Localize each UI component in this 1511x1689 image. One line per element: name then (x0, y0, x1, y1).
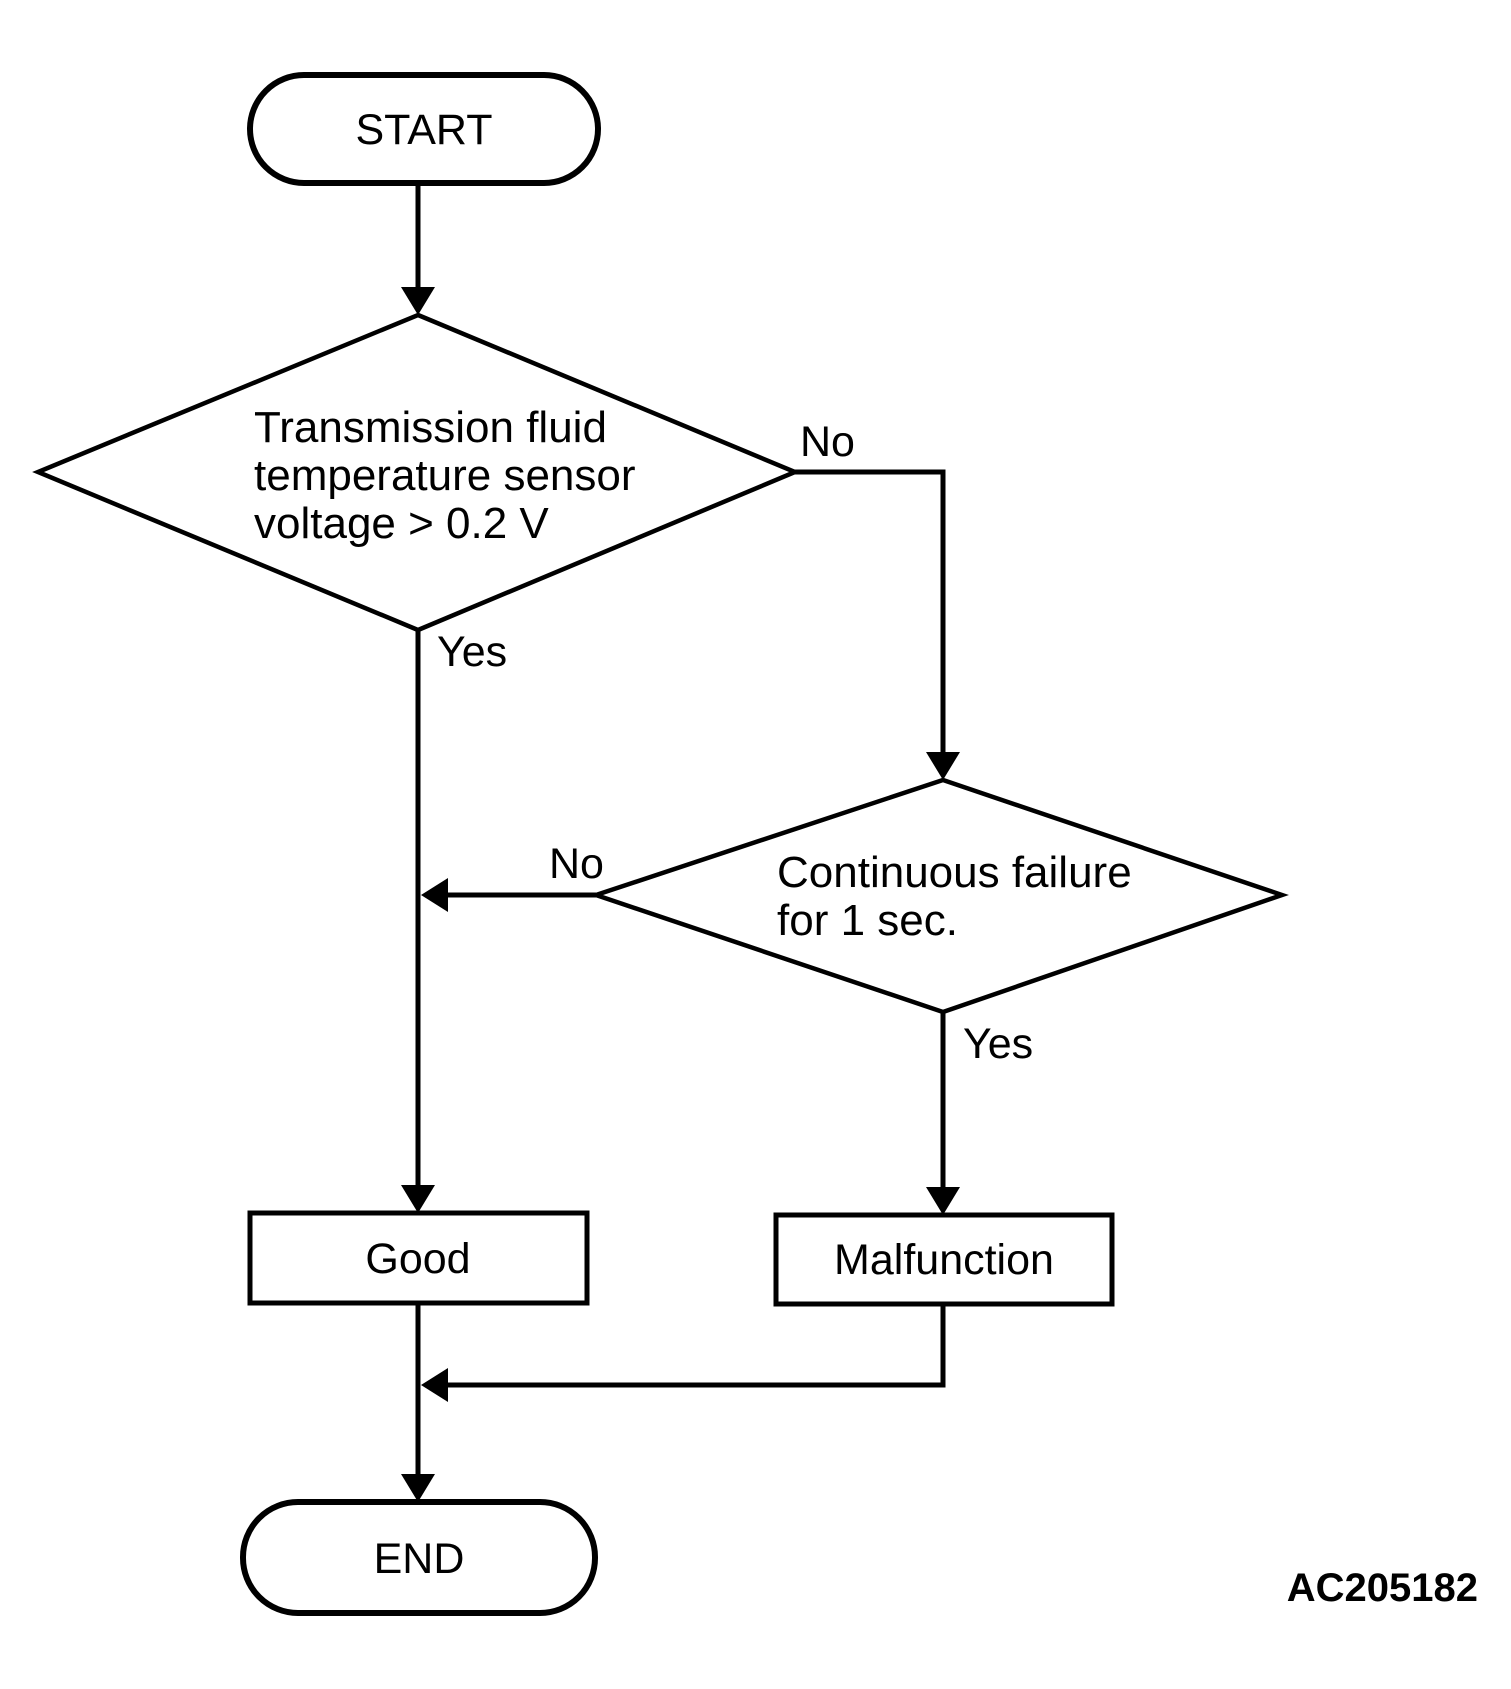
arrow-down-icon (401, 1185, 435, 1213)
arrow-down-icon (926, 1187, 960, 1215)
decision1-no-label: No (800, 418, 855, 466)
good-label: Good (365, 1235, 470, 1283)
decision1-line1: Transmission fluid (254, 403, 607, 452)
end-label: END (374, 1535, 465, 1583)
arrow-left-icon (421, 878, 448, 912)
arrow-down-icon (401, 287, 435, 315)
decision1-line3: voltage > 0.2 V (254, 499, 549, 548)
decision2-line2: for 1 sec. (777, 896, 958, 945)
start-label: START (356, 106, 493, 154)
decision2-no-label: No (549, 840, 604, 888)
start-node (247, 72, 601, 186)
decision2-yes-label: Yes (963, 1020, 1033, 1068)
decision1-line2: temperature sensor (254, 451, 636, 500)
connector-malfunction-join (446, 1304, 946, 1388)
malfunction-node (773, 1212, 1115, 1307)
connector-decision1-no (795, 469, 946, 754)
decision1-yes-label: Yes (437, 628, 507, 676)
arrow-left-icon (421, 1368, 448, 1402)
arrow-down-icon (401, 1474, 435, 1502)
decision2-line1: Continuous failure (777, 848, 1132, 897)
malfunction-label: Malfunction (834, 1236, 1054, 1284)
end-node (240, 1499, 598, 1616)
figure-code: AC205182 (1287, 1566, 1478, 1610)
arrow-down-icon (926, 752, 960, 780)
